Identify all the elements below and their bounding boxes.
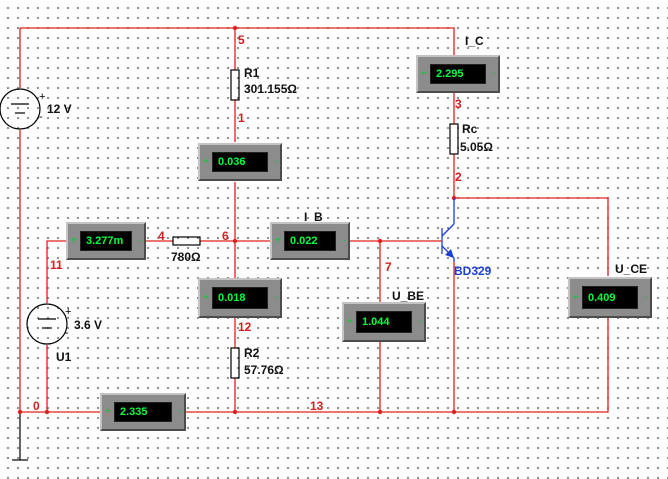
meter-minus-terminal: - xyxy=(342,235,346,246)
meter-plus-terminal: + xyxy=(104,406,112,417)
meter-minus-terminal: - xyxy=(178,406,182,417)
meter-reading-r2: 0.018 xyxy=(218,292,246,304)
r1-value: 301.155Ω xyxy=(244,82,297,96)
source-u1-name: U1 xyxy=(56,350,72,364)
node-label-4: 4 xyxy=(158,229,165,243)
ammeter-r2[interactable]: + 0.018 - xyxy=(198,278,282,318)
meter-plus-terminal: + xyxy=(420,68,428,79)
node-label-12: 12 xyxy=(238,320,252,334)
meter-plus-terminal: + xyxy=(346,316,354,327)
meter-minus-terminal: - xyxy=(138,235,142,246)
wire-bottom-rail-right xyxy=(186,318,609,413)
meter-plus-terminal: + xyxy=(572,292,580,302)
node-label-6: 6 xyxy=(222,229,229,243)
meter-display: 0.036 xyxy=(212,152,268,172)
meter-minus-terminal: - xyxy=(492,68,496,79)
meter-plus-terminal: + xyxy=(274,235,282,246)
wire-uce-top xyxy=(454,197,609,276)
node-label-0: 0 xyxy=(33,399,40,413)
voltmeter-ube[interactable]: + 1.044 - xyxy=(342,302,426,342)
node-label-13: 13 xyxy=(310,399,324,413)
meter-plus-terminal: + xyxy=(202,292,210,303)
ammeter-r1[interactable]: + 0.036 - xyxy=(198,143,282,181)
transistor-model: BD329 xyxy=(454,264,492,278)
voltmeter-uce[interactable]: + 0.409 - xyxy=(568,277,652,318)
node-label-2: 2 xyxy=(455,170,462,184)
r2-value: 57.76Ω xyxy=(244,363,284,377)
dc-source-12v[interactable]: + - 12 V xyxy=(0,88,72,130)
meter-display: 3.277m xyxy=(80,231,132,251)
resistor-rc[interactable]: Rc 5.05Ω xyxy=(449,122,493,155)
junction-dot xyxy=(44,409,50,415)
node-label-3: 3 xyxy=(455,97,462,111)
transistor-bd329[interactable]: BD329 xyxy=(441,198,492,278)
junction-dot xyxy=(451,409,457,415)
dc-source-u1[interactable]: + - 3.6 V U1 xyxy=(26,303,102,364)
meter-label-ube: U_BE xyxy=(392,289,424,303)
meter-plus-terminal: + xyxy=(202,156,210,167)
meter-display: 0.022 xyxy=(284,231,336,251)
wire-top-rail xyxy=(20,27,455,55)
rc-name: Rc xyxy=(462,122,478,136)
meter-minus-terminal: - xyxy=(274,156,278,167)
resistor-base[interactable]: 780Ω xyxy=(171,236,201,264)
ammeter-ib[interactable]: + 0.022 - xyxy=(270,222,350,260)
meter-display: 2.295 xyxy=(430,64,486,84)
meter-label-uce: U_CE xyxy=(615,262,647,276)
meter-reading-ic: 2.295 xyxy=(436,68,464,80)
meter-reading-uce: 0.409 xyxy=(588,291,616,304)
ammeter-ground[interactable]: + 2.335 - xyxy=(100,393,186,431)
meter-reading-ib: 0.022 xyxy=(290,235,318,247)
junction-dot xyxy=(377,409,383,415)
junction-dot xyxy=(17,409,23,415)
junction-dot xyxy=(377,238,383,244)
r1-name: R1 xyxy=(244,66,260,80)
ammeter-u1[interactable]: + 3.277m - xyxy=(66,222,146,260)
svg-text:-: - xyxy=(65,327,69,339)
meter-minus-terminal: - xyxy=(274,292,278,303)
wire-u1-top xyxy=(46,240,66,303)
rbase-value: 780Ω xyxy=(171,250,201,264)
meter-plus-terminal: + xyxy=(70,235,78,246)
rc-value: 5.05Ω xyxy=(460,140,493,154)
meter-display: 2.335 xyxy=(114,402,172,422)
meter-reading-ube: 1.044 xyxy=(362,316,390,328)
source-12v-label: 12 V xyxy=(47,102,72,116)
meter-reading-ground: 2.335 xyxy=(120,406,148,418)
node-label-5: 5 xyxy=(238,33,245,47)
svg-text:-: - xyxy=(39,111,43,123)
svg-text:+: + xyxy=(39,91,45,103)
meter-display: 1.044 xyxy=(356,311,412,333)
resistor-r1[interactable]: R1 301.155Ω xyxy=(230,66,297,101)
meter-reading-u1: 3.277m xyxy=(86,235,124,247)
ammeter-ic[interactable]: + 2.295 - xyxy=(416,55,500,93)
junction-dot xyxy=(232,409,238,415)
meter-display: 0.409 xyxy=(582,286,638,309)
meter-label-ib: I_B xyxy=(304,210,323,224)
r2-name: R2 xyxy=(244,346,260,360)
node-label-7: 7 xyxy=(385,260,392,274)
node-label-1: 1 xyxy=(238,111,245,125)
source-u1-value: 3.6 V xyxy=(74,318,102,332)
junction-dot xyxy=(232,238,238,244)
junction-dot xyxy=(232,25,238,31)
meter-minus-terminal: - xyxy=(418,316,422,327)
meter-reading-r1: 0.036 xyxy=(218,156,246,168)
svg-text:+: + xyxy=(65,306,71,318)
meter-display: 0.018 xyxy=(212,287,268,309)
node-label-11: 11 xyxy=(50,258,63,272)
resistor-r2[interactable]: R2 57.76Ω xyxy=(230,346,284,379)
meter-minus-terminal: - xyxy=(644,292,648,302)
meter-label-ic: I_C xyxy=(465,34,484,48)
